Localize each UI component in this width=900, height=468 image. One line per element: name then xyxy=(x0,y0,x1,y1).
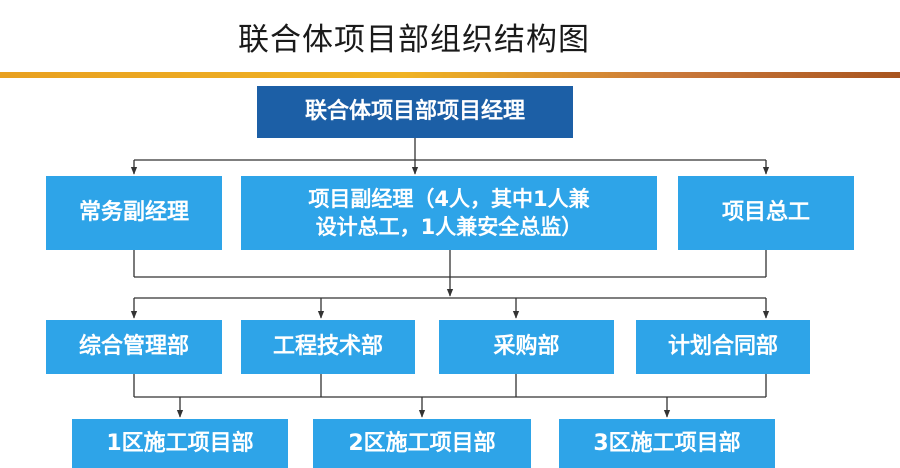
node-label: 综合管理部 xyxy=(78,334,189,360)
node-label: 工程技术部 xyxy=(272,334,383,360)
accent-divider xyxy=(0,72,900,78)
node-label: 3区施工项目部 xyxy=(593,430,741,456)
node-label: 常务副经理 xyxy=(78,200,189,226)
node-dept-contracts: 计划合同部 xyxy=(636,320,810,374)
node-dept-procurement: 采购部 xyxy=(439,320,614,374)
node-label-line2: 设计总工，1人兼安全总监） xyxy=(315,215,583,239)
node-label: 项目总工 xyxy=(721,200,810,226)
node-label: 采购部 xyxy=(493,334,560,360)
node-project-manager: 联合体项目部项目经理 xyxy=(257,86,573,138)
node-dept-admin: 综合管理部 xyxy=(46,320,222,374)
node-label: 计划合同部 xyxy=(667,334,778,360)
diagram-title: 联合体项目部组织结构图 xyxy=(238,22,590,58)
node-site-1: 1区施工项目部 xyxy=(72,419,288,468)
node-label-line1: 项目副经理（4人，其中1人兼 xyxy=(308,186,590,211)
node-label: 联合体项目部项目经理 xyxy=(304,99,525,125)
node-site-3: 3区施工项目部 xyxy=(559,419,775,468)
node-deputy-project-manager: 项目副经理（4人，其中1人兼 设计总工，1人兼安全总监） xyxy=(241,176,657,250)
node-chief-engineer: 项目总工 xyxy=(678,176,854,250)
node-dept-engineering: 工程技术部 xyxy=(241,320,415,374)
node-label: 1区施工项目部 xyxy=(106,430,254,456)
node-executive-deputy-manager: 常务副经理 xyxy=(46,176,222,250)
node-site-2: 2区施工项目部 xyxy=(313,419,531,468)
node-label: 2区施工项目部 xyxy=(348,430,496,456)
